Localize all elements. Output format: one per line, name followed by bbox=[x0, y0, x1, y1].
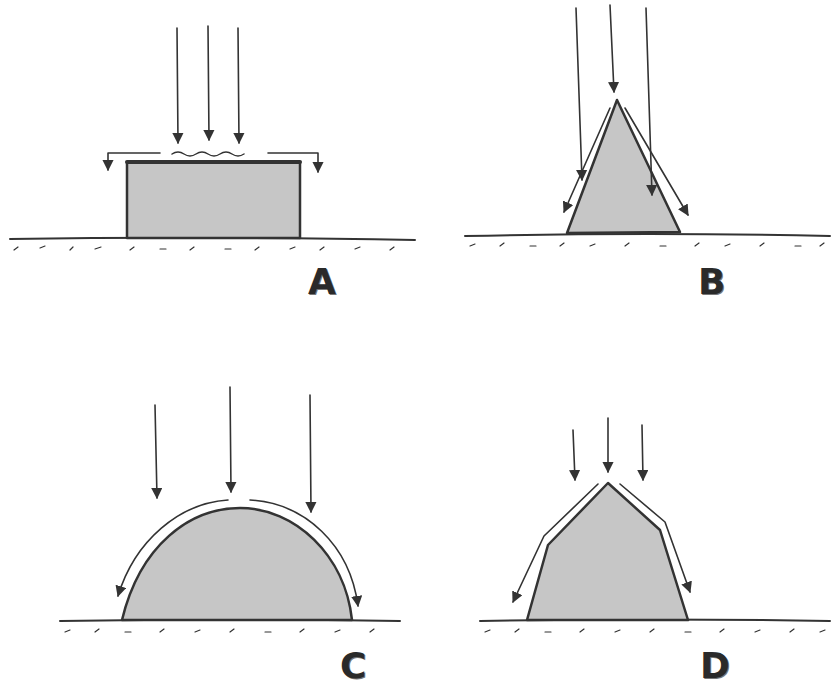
panel-a bbox=[10, 26, 415, 250]
panel-c bbox=[60, 387, 400, 632]
panel-d bbox=[480, 418, 830, 632]
panel-letter: C bbox=[340, 648, 366, 684]
panel-letter: B bbox=[698, 264, 725, 300]
panel-letter: A bbox=[308, 264, 336, 300]
panel-letter: D bbox=[700, 648, 730, 684]
panel-b bbox=[465, 5, 830, 246]
